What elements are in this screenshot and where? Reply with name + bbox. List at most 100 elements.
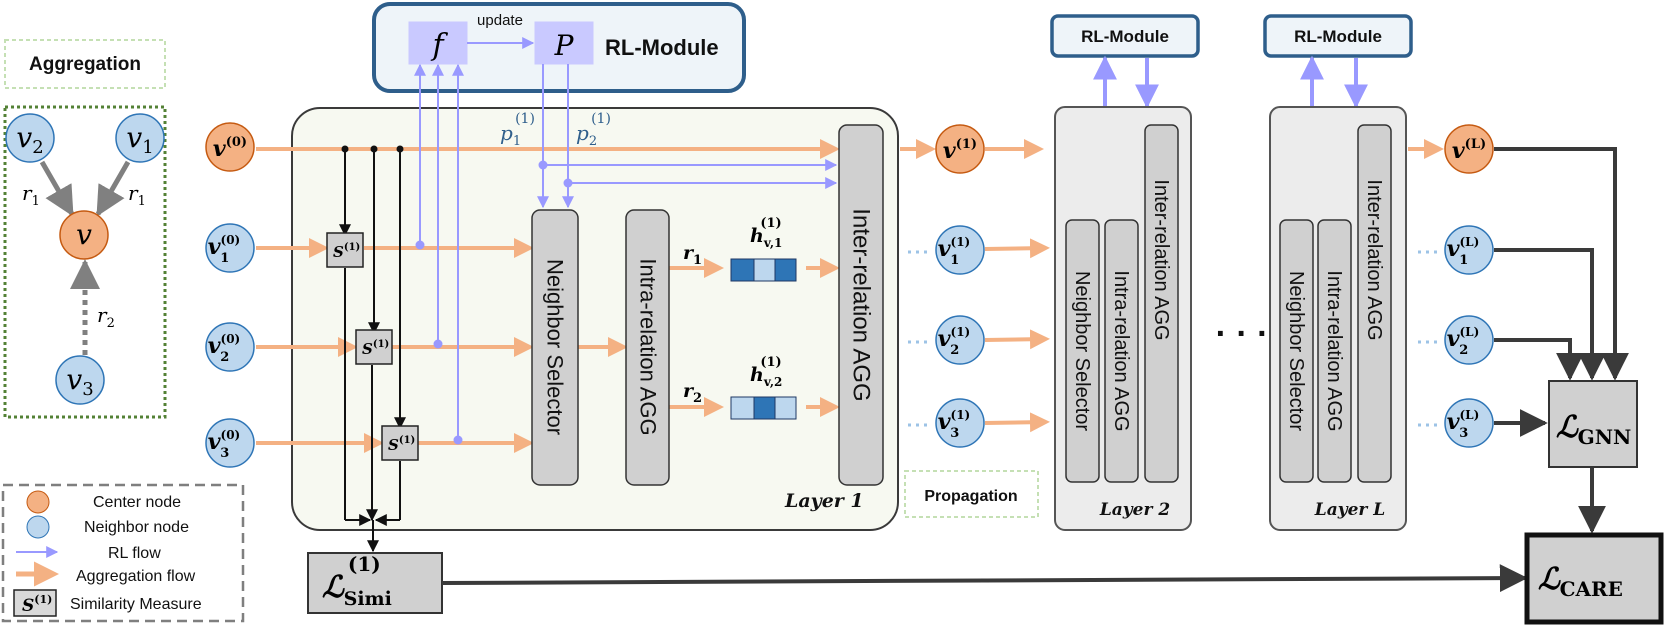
input-center-node	[205, 122, 255, 172]
agg-node-v1-label: v1	[126, 121, 153, 158]
rl-flows	[414, 63, 838, 440]
p-sub: 1	[513, 134, 521, 149]
s-sup: (1)	[344, 242, 360, 253]
v-sup: (L)	[1465, 137, 1486, 152]
r-base: r	[683, 380, 695, 402]
gnn-loss-label: ℒGNN	[1556, 410, 1631, 449]
v-base: v	[208, 234, 221, 260]
p-sub: 2	[589, 134, 597, 149]
layer-L-label: Layer L	[1314, 500, 1386, 520]
rl-update-label: update	[477, 12, 523, 29]
s-base: S	[22, 596, 34, 616]
layer1-out-neighbor-1-label: v(1)1	[938, 235, 971, 268]
loss-sub: GNN	[1578, 425, 1632, 449]
h1-label: hv,1(1)	[750, 216, 782, 250]
intra-agg-box	[625, 209, 670, 486]
inter-agg-box	[838, 124, 884, 486]
v-sup: (1)	[951, 408, 971, 422]
agg-edge-label-left: r1	[22, 181, 40, 209]
v-base: v	[208, 429, 221, 455]
layerL-out-center-label: v(L)	[1452, 137, 1486, 164]
v-base: v	[213, 136, 226, 162]
relation-r1-label: r1	[683, 242, 702, 268]
v-base: v	[938, 409, 951, 435]
agg-node-v2	[5, 113, 55, 163]
similarity-box-1	[326, 232, 364, 268]
h2-cell-3	[774, 396, 797, 420]
h2-cell-2	[753, 396, 776, 420]
rl-p-label: P	[554, 29, 575, 62]
legend-similarity-icon	[13, 589, 57, 617]
v-sup: (L)	[1460, 235, 1480, 249]
agg-node-v-label: v	[76, 218, 92, 251]
layer-L-neighbor-selector	[1279, 219, 1314, 483]
layer1-out-center	[935, 124, 985, 174]
gnn-arrows	[1494, 147, 1629, 534]
r-base: r	[128, 181, 139, 205]
r-sub: 2	[693, 391, 702, 406]
v-sup: (0)	[221, 233, 241, 247]
v-base: v	[66, 363, 82, 396]
edge-v2-v	[39, 160, 75, 217]
flow-v1-3-to-layer2	[984, 412, 1050, 433]
flow-v1-1-to-layer2	[984, 238, 1050, 259]
rl-module-title: RL-Module	[605, 35, 719, 60]
tap-dot-2	[370, 145, 378, 153]
r-sub: 1	[693, 253, 702, 268]
arrow-vL1-to-gnn	[1494, 248, 1606, 381]
layer1-out-neighbor-2	[935, 315, 985, 365]
legend-similarity-symbol: S(1)	[22, 593, 52, 616]
layer-L-inter-agg-label: Inter-relation AGG	[1363, 179, 1385, 340]
layer-2-inter-agg	[1144, 124, 1179, 483]
v-base: v	[16, 121, 32, 154]
agg-edge-label-right: r1	[128, 181, 146, 209]
h1-cell-2	[753, 258, 776, 282]
legend-neighbor-node-label: Neighbor node	[84, 519, 189, 536]
rl-dot-3	[453, 435, 463, 445]
legend-rl-flow-label: RL flow	[108, 545, 161, 562]
input-neighbor-1	[205, 223, 255, 273]
input-neighbor-1-label: v(0)1	[208, 233, 241, 266]
r-sub: 1	[138, 194, 146, 209]
similarity-box-2-label: S(1)	[362, 339, 389, 358]
arrow-vL2-to-gnn	[1494, 338, 1584, 381]
simi-to-care-arrow	[441, 564, 1528, 593]
input-center-node-label: v(0)	[213, 135, 247, 162]
layerL-out-neighbor-3-label: v(L)3	[1447, 408, 1480, 441]
agg-node-v3-label: v3	[66, 363, 93, 400]
v-base: v	[1447, 326, 1460, 352]
legend-neighbor-node-icon	[26, 515, 50, 539]
h1-cell-3	[774, 258, 797, 282]
layer1-out-neighbor-3-label: v(1)3	[938, 408, 971, 441]
layerL-out-neighbor-3	[1444, 398, 1494, 448]
propagation-label: Propagation	[924, 488, 1017, 505]
input-neighbor-2	[205, 322, 255, 372]
p-base: p	[500, 121, 513, 145]
simi-loss: ℒSimi(1)	[307, 552, 1528, 614]
aggregation-title-box	[4, 39, 166, 89]
layer-L-intra-agg	[1317, 219, 1352, 483]
layer-2-label: Layer 2	[1099, 500, 1171, 520]
layer-2: RL-Module Neighbor Selector Intra-relati…	[1050, 14, 1200, 531]
layer-L-neighbor-selector-label: Neighbor Selector	[1285, 271, 1307, 431]
relation-r2-label: r2	[683, 380, 702, 406]
legend-center-node-label: Center node	[93, 494, 181, 511]
rl-dot-2	[433, 339, 443, 349]
s-base: S	[333, 243, 344, 261]
input-neighbor-3	[205, 418, 255, 468]
s-sup: (1)	[399, 435, 415, 446]
layer1-out-center-label: v(1)	[943, 137, 977, 164]
h-sub: v,1	[763, 236, 783, 250]
gnn-loss-box	[1548, 380, 1638, 468]
similarity-box-2	[355, 329, 393, 365]
v-sup: (0)	[226, 135, 247, 150]
s-base: S	[388, 436, 399, 454]
simi-loss-box	[307, 552, 443, 614]
s-base: S	[362, 340, 373, 358]
similarity-box-1-label: S(1)	[333, 242, 360, 261]
layer-1: Layer 1 f P update RL-Module p1(1) p2(1)	[256, 2, 899, 553]
layerL-out-neighbor-2	[1444, 315, 1494, 365]
loss-sup: (1)	[348, 552, 381, 576]
flow-v1-2-to-layer2	[984, 329, 1050, 350]
layer-L-intra-agg-label: Intra-relation AGG	[1323, 270, 1345, 431]
